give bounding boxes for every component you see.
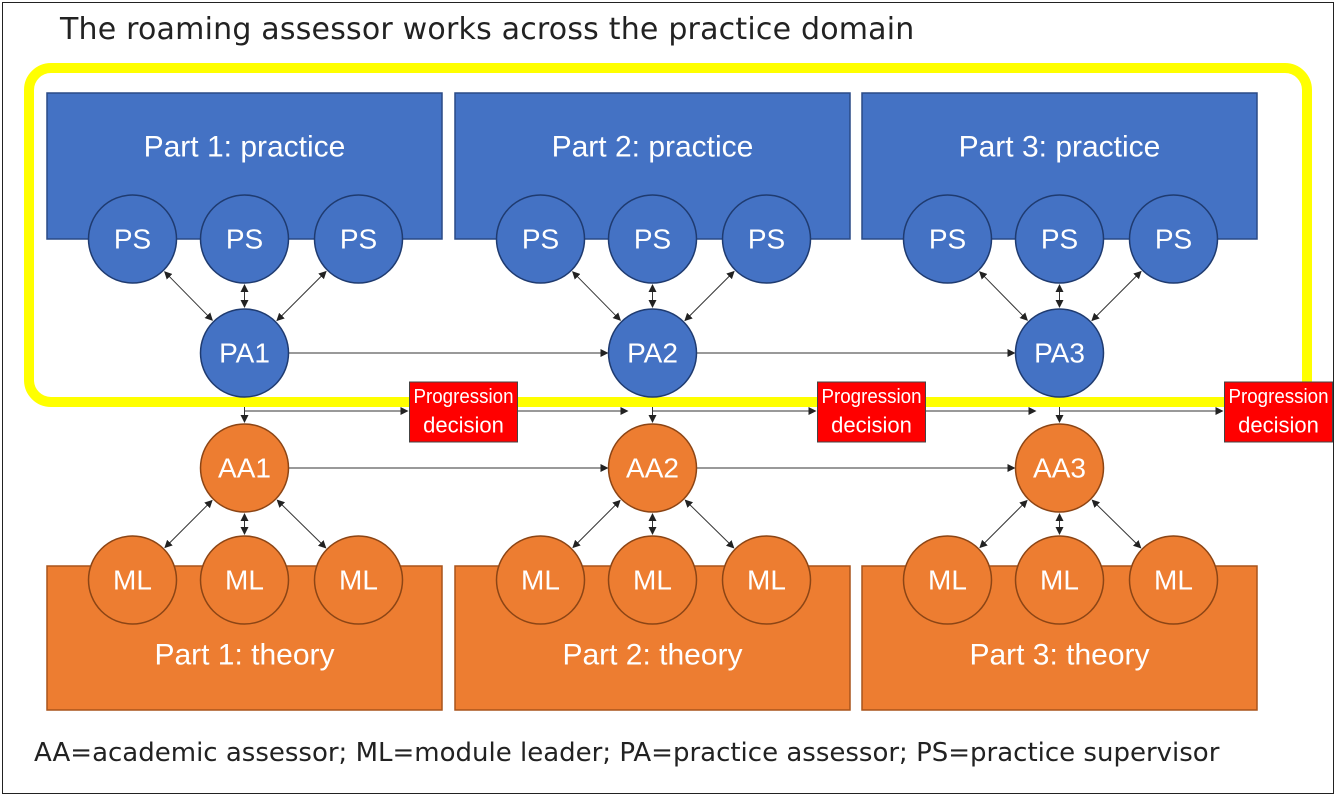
practice-supervisor-label: PS bbox=[522, 224, 559, 255]
academic-assessor-label: AA2 bbox=[626, 453, 679, 484]
aa-ml-link bbox=[276, 499, 327, 549]
practice-supervisor-node bbox=[313, 194, 404, 284]
progression-decision-label: Progression bbox=[822, 386, 922, 408]
progression-decision-label: Progression bbox=[414, 386, 514, 408]
practice-assessor-label: PA1 bbox=[219, 338, 270, 369]
practice-assessor-label: PA3 bbox=[1034, 338, 1085, 369]
practice-supervisor-label: PS bbox=[929, 224, 966, 255]
progression-decision-box bbox=[817, 381, 926, 443]
practice-supervisor-label: PS bbox=[340, 224, 377, 255]
module-leader-label: ML bbox=[633, 565, 672, 596]
practice-supervisor-label: PS bbox=[226, 224, 263, 255]
module-leader-node bbox=[313, 535, 404, 625]
ps-pa-link bbox=[276, 270, 327, 322]
ps-pa-link bbox=[1091, 270, 1142, 322]
module-leader-node bbox=[902, 535, 993, 625]
practice-supervisor-label: PS bbox=[748, 224, 785, 255]
module-leader-label: ML bbox=[225, 565, 264, 596]
progression-decision-label: decision bbox=[831, 413, 912, 438]
practice-supervisor-node bbox=[495, 194, 586, 284]
module-leader-label: ML bbox=[928, 565, 967, 596]
practice-supervisor-node bbox=[199, 194, 290, 284]
aa-ml-link bbox=[572, 499, 621, 549]
practice-assessor-node bbox=[607, 308, 698, 398]
practice-supervisor-label: PS bbox=[1041, 224, 1078, 255]
module-leader-label: ML bbox=[1154, 565, 1193, 596]
practice-supervisor-node bbox=[1014, 194, 1105, 284]
practice-supervisor-node bbox=[607, 194, 698, 284]
progression-decision-label: decision bbox=[423, 413, 504, 438]
practice-supervisor-node bbox=[87, 194, 178, 284]
academic-assessor-label: AA3 bbox=[1033, 453, 1086, 484]
practice-box-label: Part 1: practice bbox=[144, 131, 346, 164]
module-leader-node bbox=[1128, 535, 1219, 625]
practice-assessor-label: PA2 bbox=[627, 338, 678, 369]
academic-assessor-label: AA1 bbox=[218, 453, 271, 484]
practice-supervisor-node bbox=[721, 194, 812, 284]
aa-ml-link bbox=[684, 499, 735, 549]
module-leader-node bbox=[607, 535, 698, 625]
theory-box-label: Part 3: theory bbox=[969, 639, 1149, 672]
practice-box-label: Part 2: practice bbox=[552, 131, 754, 164]
progression-decision-label: Progression bbox=[1229, 386, 1329, 408]
ps-pa-link bbox=[684, 270, 735, 322]
practice-domain-highlight bbox=[24, 63, 1312, 407]
module-leader-node bbox=[87, 535, 178, 625]
academic-assessor-node bbox=[607, 423, 698, 513]
theory-box-label: Part 2: theory bbox=[562, 639, 742, 672]
module-leader-label: ML bbox=[339, 565, 378, 596]
practice-assessor-node bbox=[199, 308, 290, 398]
module-leader-node bbox=[199, 535, 290, 625]
ps-pa-link bbox=[572, 271, 621, 321]
practice-supervisor-label: PS bbox=[1155, 224, 1192, 255]
practice-supervisor-label: PS bbox=[114, 224, 151, 255]
progression-decision-box bbox=[409, 381, 518, 443]
aa-ml-link bbox=[1091, 499, 1142, 549]
module-leader-node bbox=[495, 535, 586, 625]
module-leader-label: ML bbox=[113, 565, 152, 596]
aa-ml-link bbox=[979, 499, 1028, 549]
progression-decision-label: decision bbox=[1238, 413, 1319, 438]
ps-pa-link bbox=[979, 271, 1028, 321]
module-leader-label: ML bbox=[1040, 565, 1079, 596]
academic-assessor-node bbox=[1014, 423, 1105, 513]
module-leader-label: ML bbox=[521, 565, 560, 596]
module-leader-node bbox=[721, 535, 812, 625]
practice-supervisor-label: PS bbox=[634, 224, 671, 255]
practice-supervisor-node bbox=[902, 194, 993, 284]
legend-text: AA=academic assessor; ML=module leader; … bbox=[34, 738, 1220, 768]
practice-box-label: Part 3: practice bbox=[959, 131, 1161, 164]
module-leader-node bbox=[1014, 535, 1105, 625]
practice-assessor-node bbox=[1014, 308, 1105, 398]
practice-supervisor-node bbox=[1128, 194, 1219, 284]
ps-pa-link bbox=[164, 271, 213, 321]
progression-decision-box bbox=[1224, 381, 1333, 443]
aa-ml-link bbox=[164, 499, 213, 549]
theory-box-label: Part 1: theory bbox=[154, 639, 334, 672]
figure-title: The roaming assessor works across the pr… bbox=[60, 12, 915, 47]
academic-assessor-node bbox=[199, 423, 290, 513]
module-leader-label: ML bbox=[747, 565, 786, 596]
